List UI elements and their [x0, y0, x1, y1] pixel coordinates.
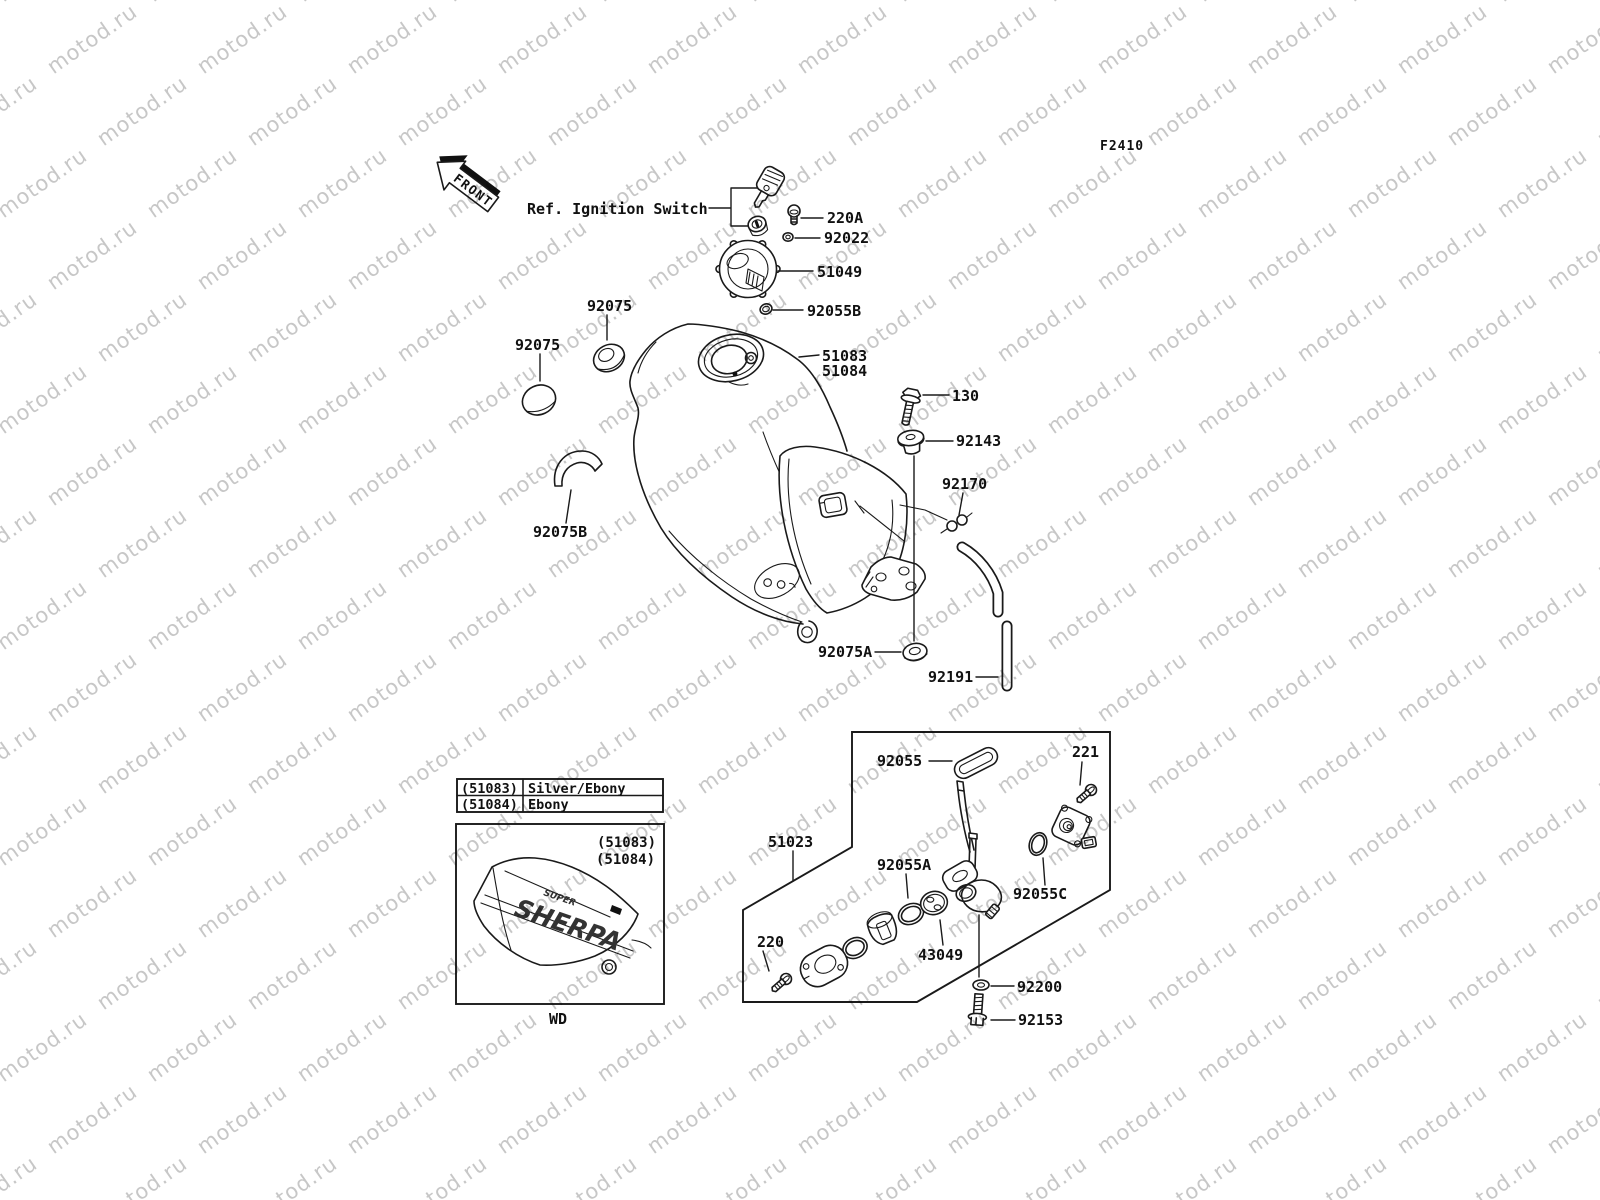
grommet-92143 — [897, 429, 925, 455]
tank-emblem — [754, 563, 800, 599]
callout-51084: 51084 — [822, 362, 867, 380]
washer-92022 — [782, 232, 794, 242]
wd-inset: (51083) (51084) SUPER SHERPA — [455, 823, 665, 1005]
callout-92055: 92055 — [877, 752, 922, 770]
petcock-assembly-frame — [742, 731, 1111, 1003]
plate-43049 — [919, 890, 949, 916]
hose-92191 — [956, 541, 1013, 692]
inset-ref-51083: (51083) — [597, 835, 656, 851]
callout-92022: 92022 — [824, 229, 869, 247]
callout-43049: 43049 — [918, 946, 963, 964]
screw-221 — [1076, 783, 1098, 804]
callout-92075a: 92075A — [818, 643, 872, 661]
bolt-130 — [900, 387, 922, 426]
front-arrow: FRONT — [436, 155, 501, 213]
callout-220a: 220A — [827, 209, 863, 227]
screw-220 — [771, 972, 793, 993]
callout-51083: 51083 — [822, 347, 867, 365]
ref-ignition-leader — [708, 187, 758, 227]
callout-92153: 92153 — [1018, 1011, 1063, 1029]
washer-92200 — [972, 979, 990, 991]
oring-92055b — [759, 303, 773, 315]
apron-latch — [818, 491, 848, 519]
fuel-cap-51049 — [715, 239, 781, 299]
callout-92191: 92191 — [928, 668, 973, 686]
tank-outline — [629, 323, 848, 625]
ignition-switch-barrel — [747, 215, 769, 237]
table-ref-2: (51084) — [461, 797, 518, 813]
callout-130: 130 — [952, 387, 979, 405]
callout-92055c: 92055C — [1013, 885, 1067, 903]
callout-92200: 92200 — [1017, 978, 1062, 996]
table-color-2: Ebony — [528, 797, 569, 813]
callout-92075-left: 92075 — [515, 336, 560, 354]
callout-92143: 92143 — [956, 432, 1001, 450]
table-color-1: Silver/Ebony — [528, 781, 626, 797]
grommet-92075a — [902, 642, 928, 662]
fiche-code: F2410 — [1100, 139, 1144, 154]
damper-92075-left — [521, 384, 557, 416]
table-ref-1: (51083) — [461, 781, 518, 797]
callout-92170: 92170 — [942, 475, 987, 493]
callout-92055a: 92055A — [877, 856, 931, 874]
callout-92075b: 92075B — [533, 523, 587, 541]
vacuum-cover — [1051, 804, 1098, 850]
valve-cup — [866, 911, 898, 946]
ref-ignition-switch-label: Ref. Ignition Switch — [527, 200, 708, 218]
color-table: (51083) Silver/Ebony (51084) Ebony — [456, 778, 664, 813]
damper-92075b — [553, 450, 603, 487]
screw-220a — [787, 204, 801, 226]
fuel-tank — [629, 323, 926, 644]
clamp-92170 — [899, 504, 973, 534]
callout-92075-right: 92075 — [587, 297, 632, 315]
callout-220: 220 — [757, 933, 784, 951]
callout-221: 221 — [1072, 743, 1099, 761]
gasket-92055 — [953, 746, 999, 780]
callout-92055b: 92055B — [807, 302, 861, 320]
grommet-92075-right — [592, 343, 626, 373]
plate-220 — [799, 944, 849, 988]
wd-label: WD — [549, 1010, 567, 1028]
ignition-key — [753, 165, 786, 208]
oring-92055c — [1028, 831, 1048, 857]
bolt-92153 — [967, 992, 988, 1027]
inset-tank-outline — [473, 857, 639, 966]
fuel-petcock — [941, 780, 1003, 920]
inset-ref-51084: (51084) — [596, 852, 655, 868]
callout-51023: 51023 — [768, 833, 813, 851]
callout-51049: 51049 — [817, 263, 862, 281]
